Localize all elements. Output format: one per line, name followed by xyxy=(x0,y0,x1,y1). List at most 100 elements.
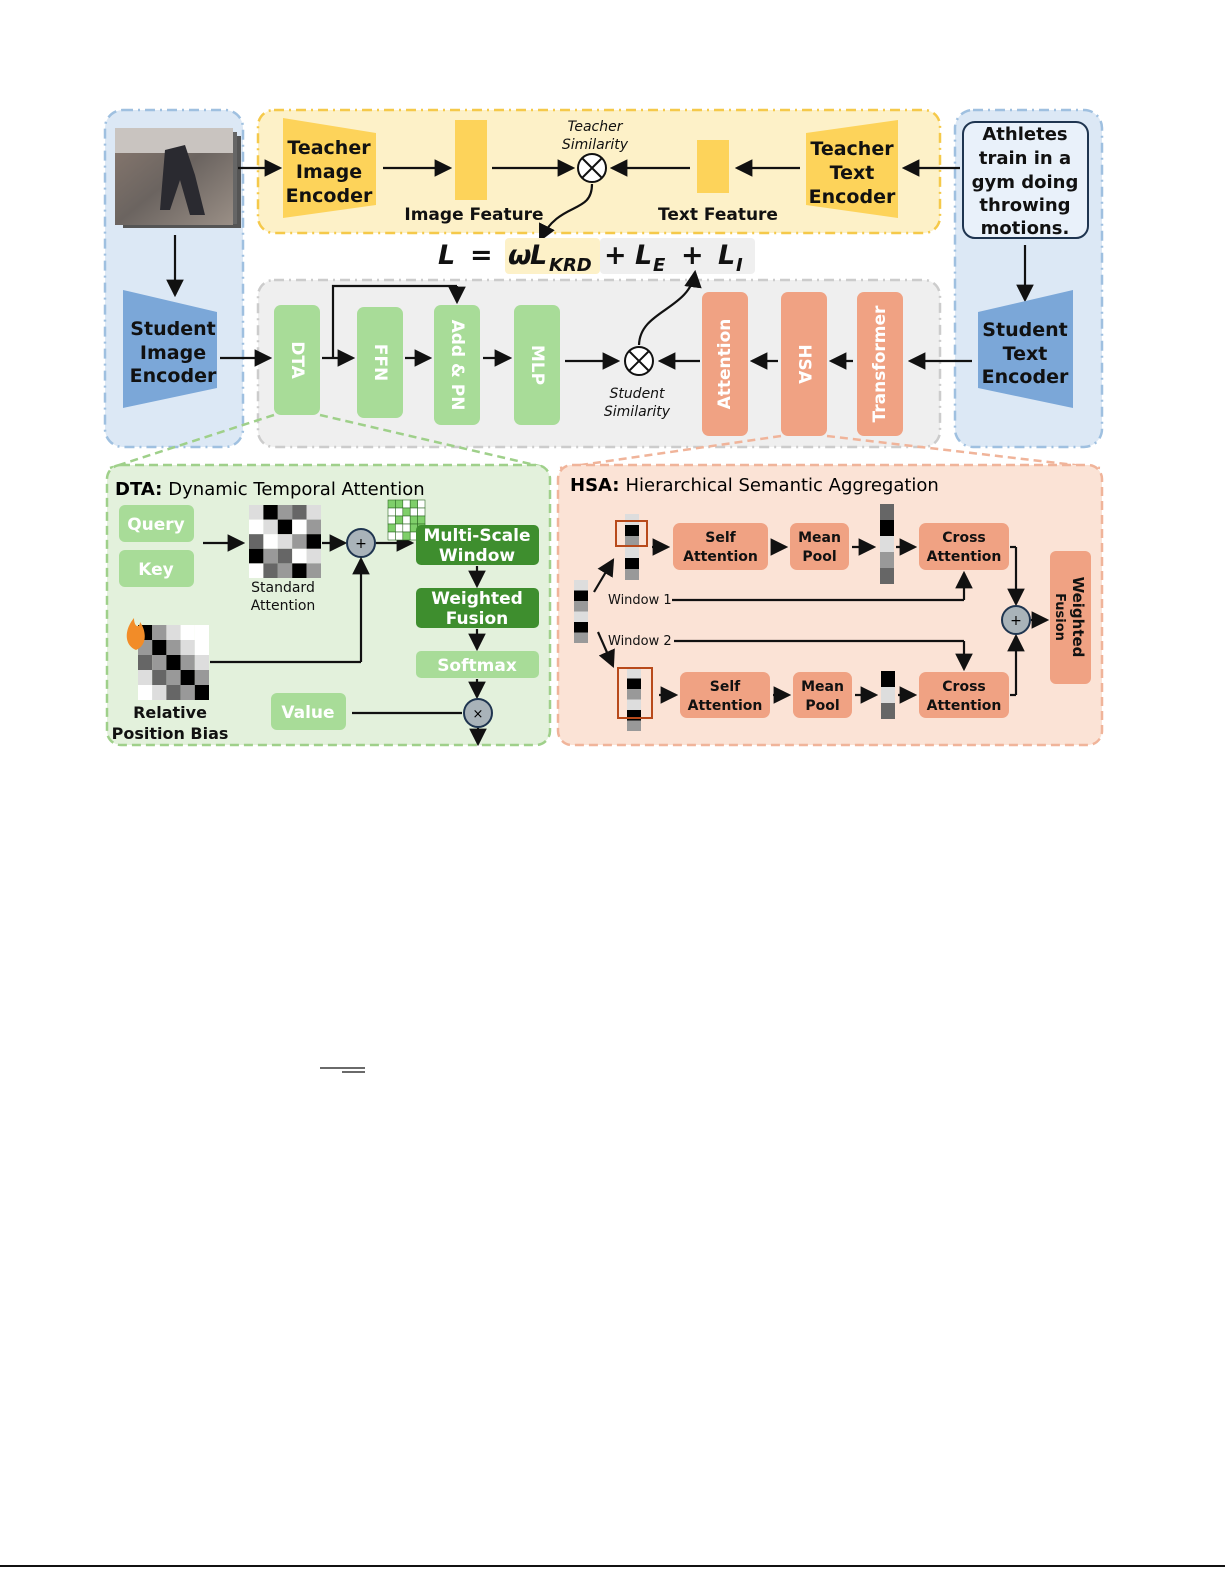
svg-text:Pool: Pool xyxy=(802,549,836,565)
standard-attention-label-2: Attention xyxy=(251,598,316,614)
window-2-label: Window 2 xyxy=(608,634,672,649)
multi-scale-window-box xyxy=(416,525,539,565)
svg-text:Softmax: Softmax xyxy=(437,656,517,676)
svg-text:+: + xyxy=(604,240,627,271)
svg-text:Text: Text xyxy=(830,162,875,184)
hsa-panel-title: HSA:Hierarchical Semantic Aggregation xyxy=(570,475,939,496)
text-caption-box xyxy=(962,121,1089,239)
svg-text:Attention: Attention xyxy=(688,698,763,714)
relative-position-bias-matrix xyxy=(138,625,209,700)
block-label-ffn: FFN xyxy=(370,344,390,381)
svg-text:Pool: Pool xyxy=(805,698,839,714)
svg-text:Mean: Mean xyxy=(798,530,841,546)
svg-text:L: L xyxy=(718,240,735,271)
hsa-weighted-fusion-box xyxy=(1050,551,1091,684)
svg-text:throwing: throwing xyxy=(979,195,1070,216)
block-transformer: Transformer xyxy=(857,292,903,436)
svg-text:Teacher: Teacher xyxy=(287,137,371,159)
window-1-label: Window 1 xyxy=(608,593,672,608)
dta-panel-title: DTA:Dynamic Temporal Attention xyxy=(115,479,425,500)
token-sequences xyxy=(574,504,895,731)
student-similarity-otimes-icon xyxy=(624,346,654,376)
student-similarity-label: Student xyxy=(609,386,665,402)
relative-position-bias-label-2: Position Bias xyxy=(112,724,229,743)
block-label-addpn: Add & PN xyxy=(447,320,467,411)
page-bottom-rule xyxy=(0,1565,1225,1567)
svg-text:Image: Image xyxy=(140,342,206,364)
block-dta: DTA xyxy=(274,305,320,415)
block-ffn: FFN xyxy=(357,307,403,418)
teacher-text-encoder xyxy=(806,120,898,218)
svg-text:ω: ω xyxy=(508,240,531,271)
weighted-fusion-box xyxy=(416,588,539,628)
svg-text:Cross: Cross xyxy=(942,530,985,546)
block-hsa: HSA xyxy=(781,292,827,436)
student-image-encoder xyxy=(123,290,217,408)
student-similarity-label-2: Similarity xyxy=(604,404,671,420)
flame-icon xyxy=(126,618,145,650)
key-box xyxy=(119,550,194,587)
svg-text:Encoder: Encoder xyxy=(982,366,1069,388)
svg-text:Query: Query xyxy=(127,515,185,535)
svg-text:=: = xyxy=(470,240,493,271)
image-feature-bar xyxy=(455,120,487,200)
kd-loss-highlight xyxy=(505,238,600,274)
image-feature-label: Image Feature xyxy=(404,205,543,225)
svg-text:Mean: Mean xyxy=(801,679,844,695)
svg-text:motions.: motions. xyxy=(981,218,1070,239)
block-label-hsa: HSA xyxy=(794,344,814,384)
svg-text:Attention: Attention xyxy=(927,549,1002,565)
text-feature-bar xyxy=(697,140,729,193)
svg-text:Encoder: Encoder xyxy=(286,185,373,207)
teacher-similarity-label-2: Similarity xyxy=(562,137,629,153)
multiply-operator-icon xyxy=(463,698,493,728)
block-addpn: Add & PN xyxy=(434,305,480,425)
svg-text:Key: Key xyxy=(138,560,174,580)
svg-text:train in a: train in a xyxy=(979,148,1071,169)
svg-text:Student: Student xyxy=(982,319,1067,341)
block-label-attention: Attention xyxy=(715,319,735,410)
teacher-similarity-label: Teacher xyxy=(568,119,624,135)
svg-text:L: L xyxy=(530,240,547,271)
teacher-image-encoder xyxy=(283,118,376,218)
svg-text:KRD: KRD xyxy=(549,255,592,276)
student-text-encoder xyxy=(978,290,1073,408)
sum-operator-icon xyxy=(1001,605,1031,635)
relative-position-bias-label: Relative xyxy=(133,703,207,722)
block-label-mlp: MLP xyxy=(527,345,547,385)
svg-text:Weighted: Weighted xyxy=(431,589,523,609)
svg-text:Weighted: Weighted xyxy=(1069,577,1087,658)
svg-text:Value: Value xyxy=(281,703,334,723)
svg-text:+: + xyxy=(1010,613,1022,629)
svg-text:Cross: Cross xyxy=(942,679,985,695)
svg-text:Text: Text xyxy=(1003,343,1048,365)
block-label-dta: DTA xyxy=(287,341,307,379)
svg-text:Student: Student xyxy=(130,318,215,340)
teacher-similarity-otimes-icon xyxy=(577,153,607,183)
svg-text:Image: Image xyxy=(296,161,362,183)
text-feature-label: Text Feature xyxy=(658,205,778,225)
svg-text:Attention: Attention xyxy=(683,549,758,565)
svg-text:Teacher: Teacher xyxy=(810,138,894,160)
svg-text:Self: Self xyxy=(705,530,736,546)
svg-text:Window: Window xyxy=(439,546,516,566)
svg-text:+: + xyxy=(355,536,367,552)
standard-attention-matrix xyxy=(249,505,321,578)
svg-text:Encoder: Encoder xyxy=(809,186,896,208)
standard-attention-label: Standard xyxy=(251,580,315,596)
svg-text:L: L xyxy=(635,240,652,271)
task-loss-highlight xyxy=(600,238,755,274)
svg-text:L: L xyxy=(438,240,455,271)
svg-text:I: I xyxy=(736,255,743,276)
svg-text:+: + xyxy=(681,240,704,271)
